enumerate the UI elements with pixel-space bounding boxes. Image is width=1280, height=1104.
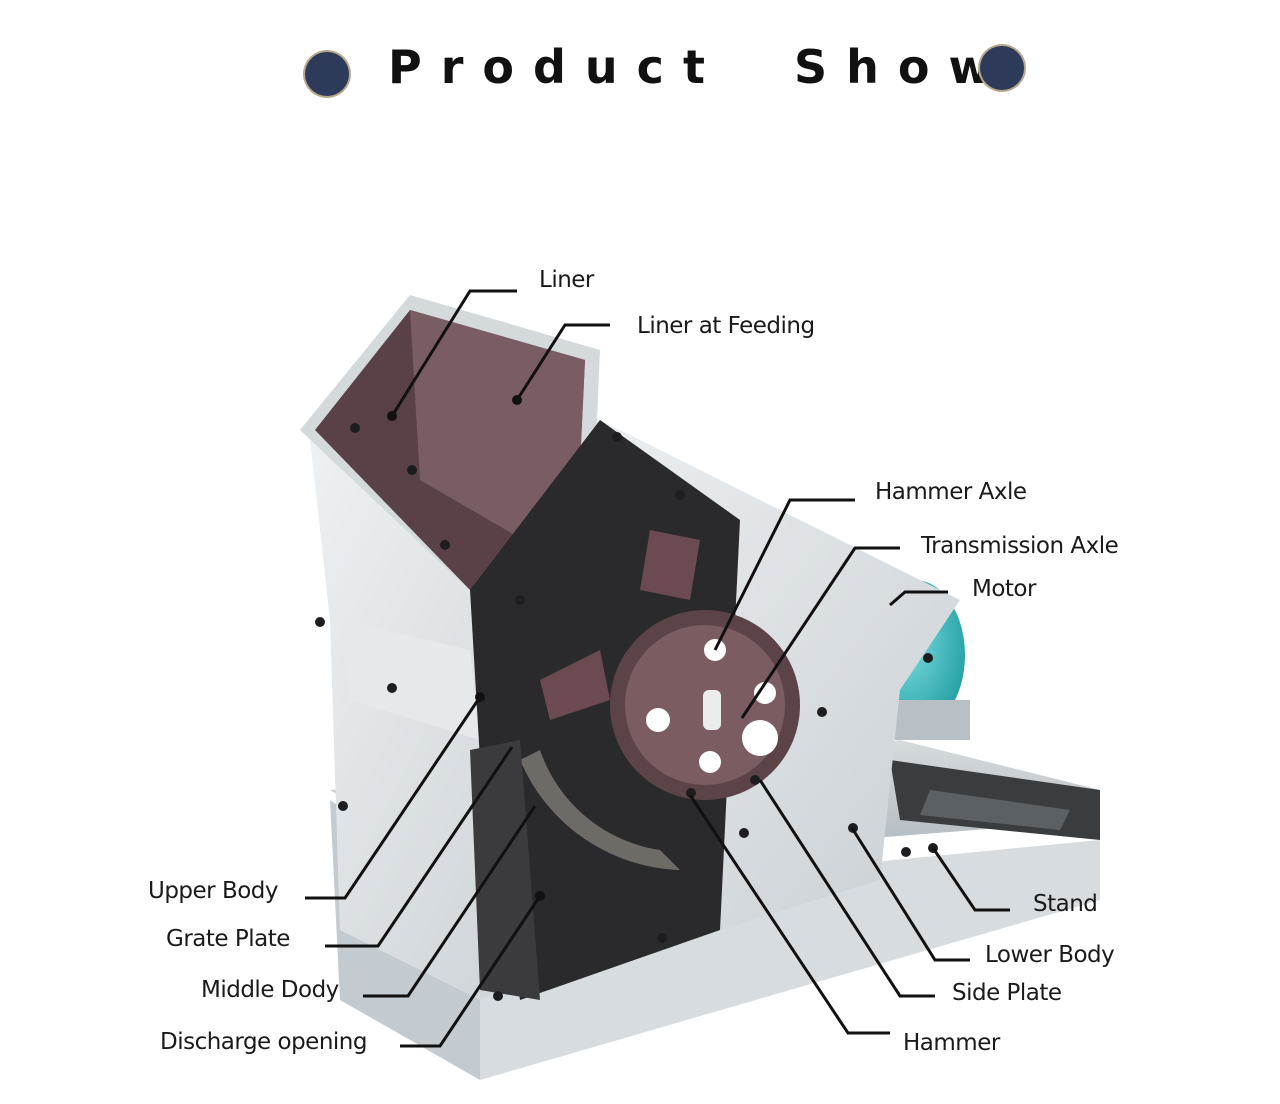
header-dot-right-icon (980, 46, 1024, 90)
label-hammer: Hammer (903, 1030, 1000, 1056)
label-motor: Motor (972, 576, 1036, 602)
label-transmission-axle: Transmission Axle (921, 533, 1119, 559)
label-liner: Liner (539, 267, 594, 293)
label-upper-body: Upper Body (148, 878, 279, 904)
leader-lines (305, 289, 1010, 1048)
leader-dots (387, 395, 545, 901)
rotor-assembly (540, 530, 800, 800)
label-hammer-axle: Hammer Axle (875, 479, 1027, 505)
label-discharge-opening: Discharge opening (160, 1029, 367, 1055)
label-stand: Stand (1033, 891, 1098, 917)
bolt-dots (315, 423, 938, 1001)
page-title: Product Show (388, 40, 1010, 94)
label-lower-body: Lower Body (985, 942, 1115, 968)
label-middle-dody: Middle Dody (201, 977, 339, 1003)
label-liner-at-feeding: Liner at Feeding (637, 313, 815, 339)
page-header: Product Show (0, 38, 1280, 102)
label-side-plate: Side Plate (952, 980, 1062, 1006)
label-grate-plate: Grate Plate (166, 926, 290, 952)
header-dot-left-icon (305, 52, 349, 96)
